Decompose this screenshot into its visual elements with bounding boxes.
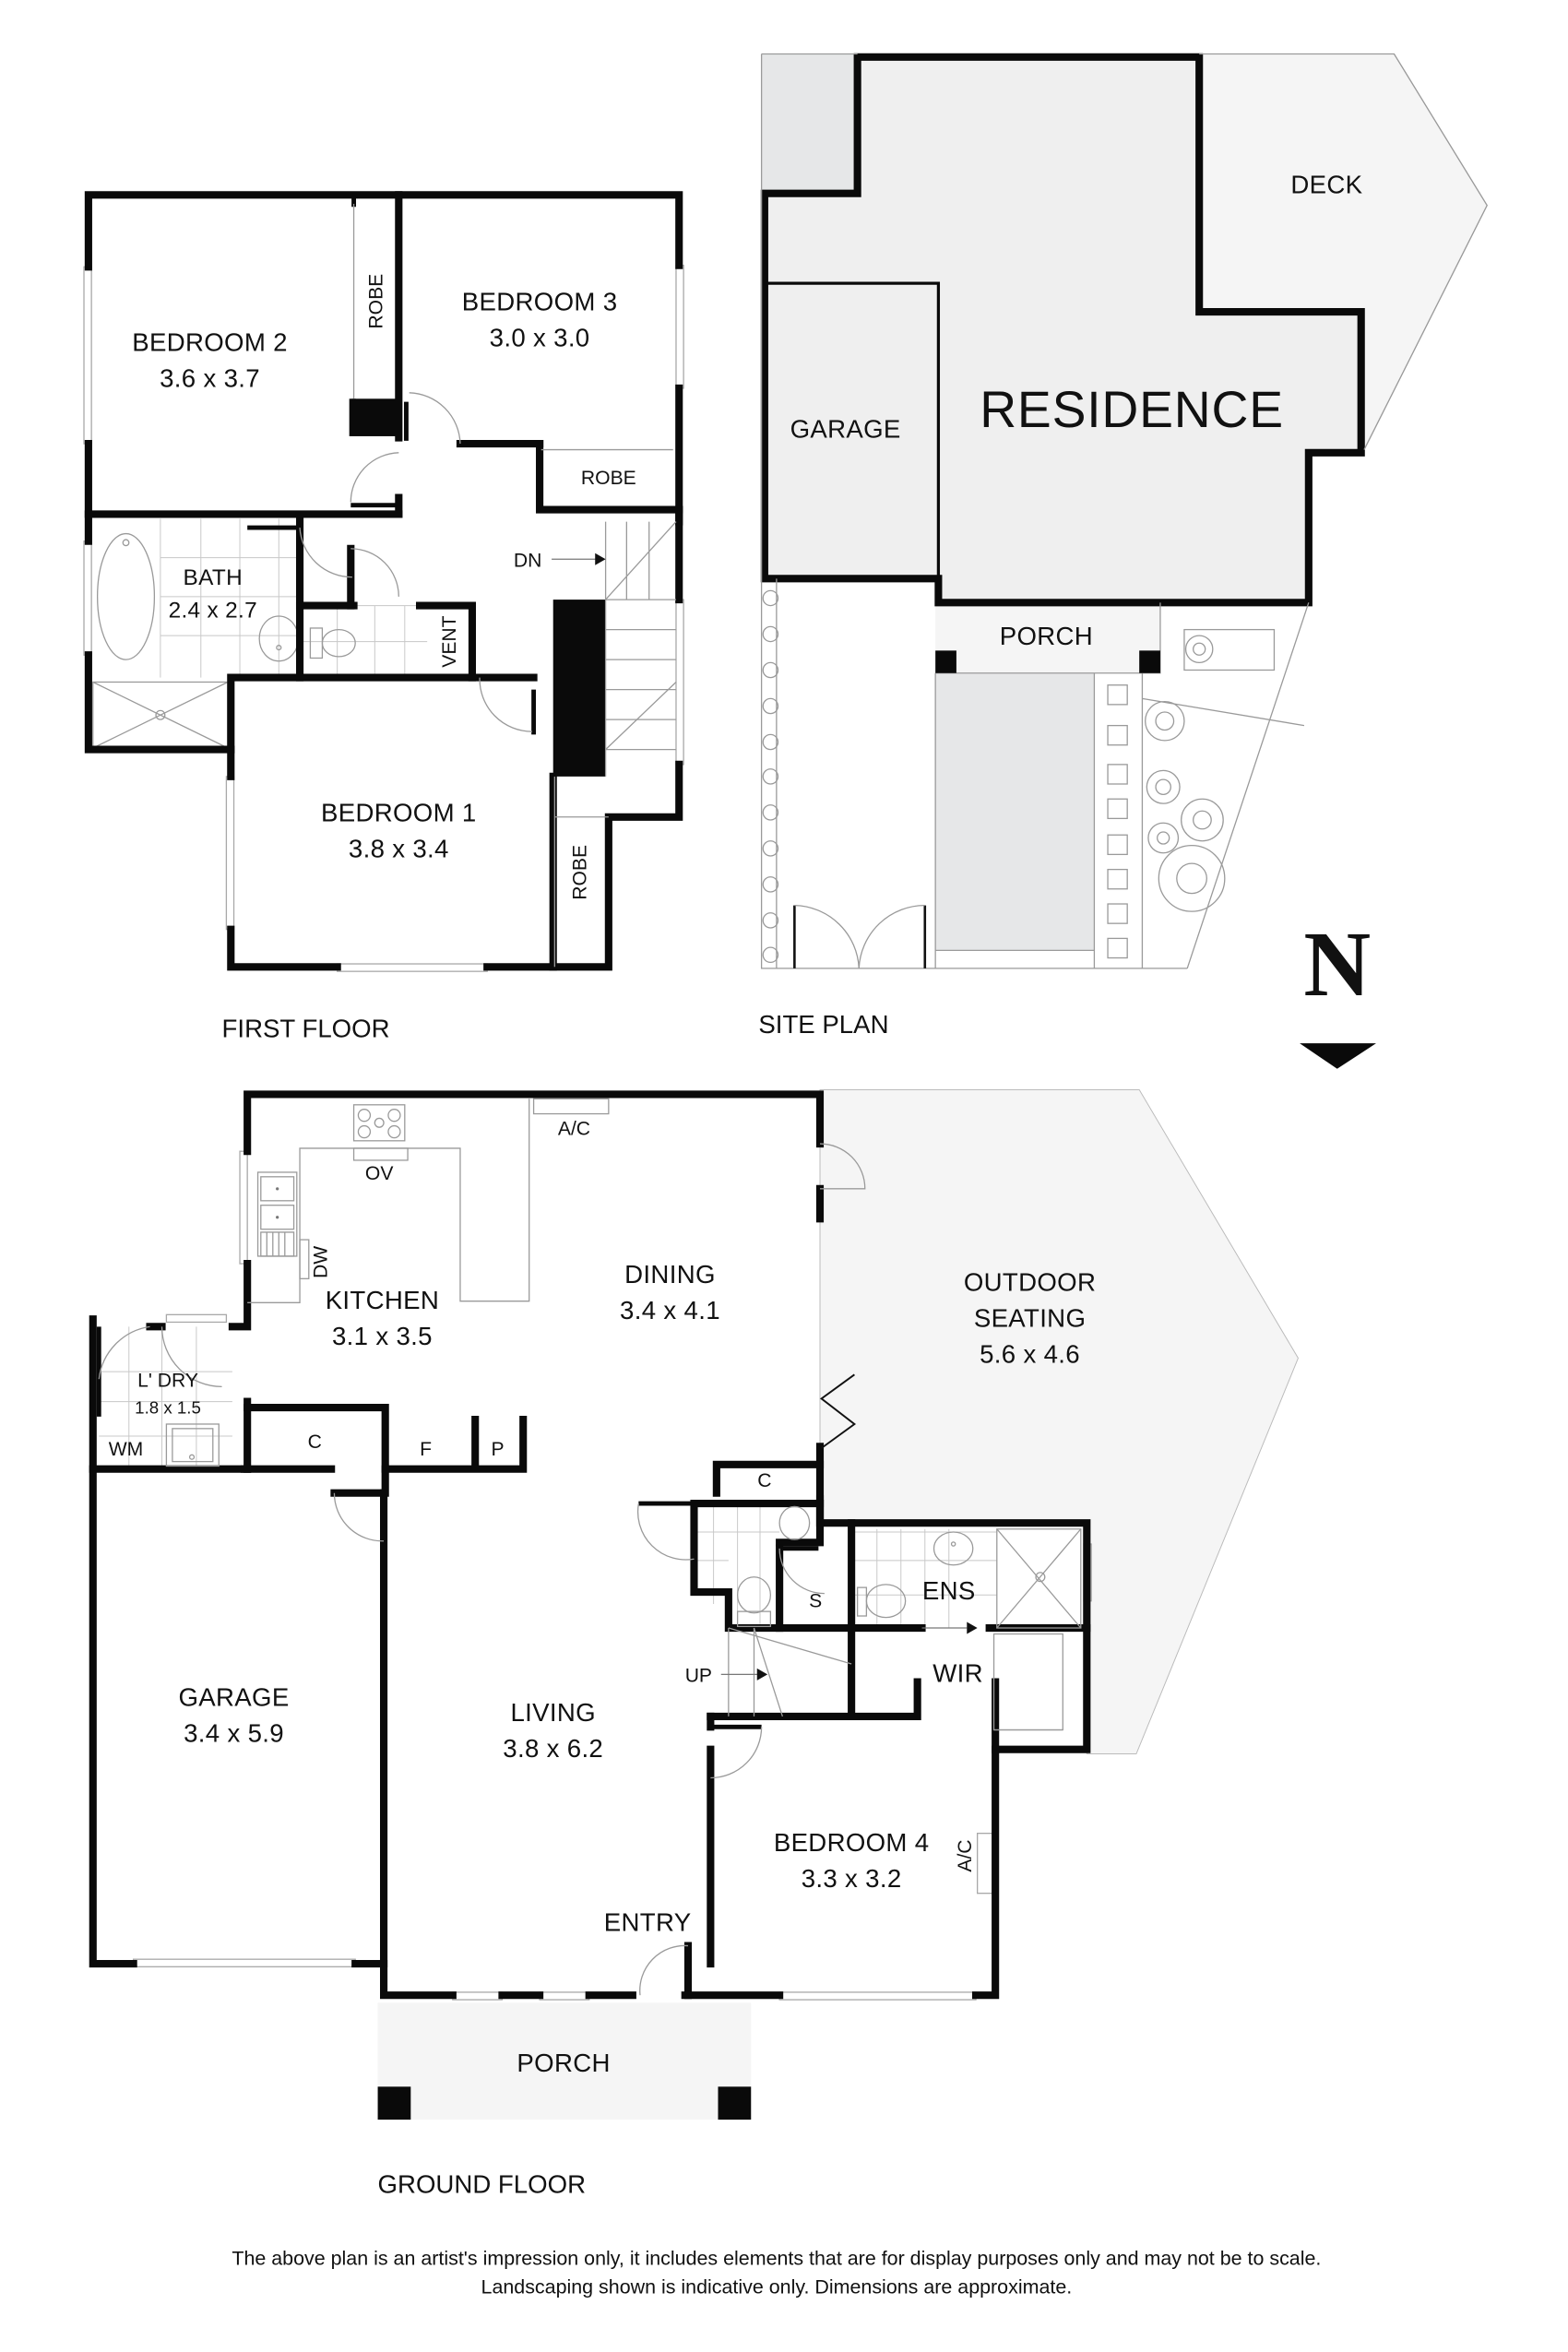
stairs-up-icon xyxy=(728,1627,852,1717)
bifold-door-icon xyxy=(820,1373,857,1449)
kitchen-benches xyxy=(247,1098,1063,1731)
ensuite-arrow-icon xyxy=(967,1621,978,1634)
room-name-garage: GARAGE xyxy=(178,1683,289,1712)
label-aircon-top: A/C xyxy=(558,1118,590,1139)
stairs-icon xyxy=(604,521,677,777)
disclaimer-line-2: Landscaping shown is indicative only. Di… xyxy=(481,2276,1073,2299)
room-name-living: LIVING xyxy=(510,1698,595,1727)
room-dims-bedroom4: 3.3 x 3.2 xyxy=(802,1864,902,1893)
label-cupboard-1: C xyxy=(308,1431,322,1453)
label-washing-machine: WM xyxy=(109,1439,144,1460)
room-dims-kitchen: 3.1 x 3.5 xyxy=(332,1322,433,1350)
site-plan-title: SITE PLAN xyxy=(758,1010,888,1039)
bathtub-icon xyxy=(96,532,156,660)
site-plan-walls xyxy=(760,53,1365,607)
label-vent: VENT xyxy=(439,615,460,667)
room-name-entry: ENTRY xyxy=(604,1907,692,1936)
label-aircon-bed4: A/C xyxy=(955,1839,976,1871)
room-dims-laundry: 1.8 x 1.5 xyxy=(135,1398,201,1418)
shrubs-icon xyxy=(1145,635,1226,912)
north-arrow-icon xyxy=(1300,1043,1376,1069)
site-label-garage: GARAGE xyxy=(790,415,901,444)
room-name-bedroom3: BEDROOM 3 xyxy=(462,287,618,315)
door-swings-ground-floor xyxy=(98,1143,866,1996)
room-dims-bedroom1: 3.8 x 3.4 xyxy=(349,835,449,863)
first-floor-walls xyxy=(84,191,683,971)
label-fridge: F xyxy=(420,1439,432,1460)
chimney-block xyxy=(349,398,399,436)
room-name-outdoor-line1: OUTDOOR xyxy=(964,1267,1096,1296)
label-dishwasher: DW xyxy=(310,1246,331,1278)
north-letter: N xyxy=(1303,912,1371,1016)
room-name-bedroom2: BEDROOM 2 xyxy=(132,327,288,356)
planter-box xyxy=(1183,628,1276,671)
stair-wall-block xyxy=(552,600,606,777)
site-label-residence: RESIDENCE xyxy=(980,381,1284,438)
stepping-stones xyxy=(1107,684,1128,959)
garage-block xyxy=(764,283,939,579)
stairs-down-arrow-icon xyxy=(595,552,606,565)
room-name-ensuite: ENS xyxy=(922,1576,976,1605)
label-robe-vertical-2: ROBE xyxy=(569,845,590,900)
label-robe-bedroom3: ROBE xyxy=(581,468,636,489)
room-name-wir: WIR xyxy=(932,1659,983,1688)
room-name-bedroom4: BEDROOM 4 xyxy=(774,1828,930,1857)
first-floor-title: FIRST FLOOR xyxy=(222,1015,390,1043)
label-cupboard-2: C xyxy=(757,1470,771,1491)
room-name-bedroom1: BEDROOM 1 xyxy=(321,799,477,827)
laundry-tiles xyxy=(99,1326,232,1469)
ground-porch-area xyxy=(377,2002,752,2120)
north-indicator: N xyxy=(1300,912,1376,1069)
wc-fixtures xyxy=(736,1505,1082,1629)
outdoor-seating-area xyxy=(819,1089,1300,1755)
site-plan: DECK GARAGE RESIDENCE PORCH SITE PLAN xyxy=(758,53,1488,1039)
porch-area-site xyxy=(935,602,1160,673)
room-dims-living: 3.8 x 6.2 xyxy=(503,1734,603,1763)
room-name-bath: BATH xyxy=(184,565,243,590)
room-name-dining: DINING xyxy=(624,1260,716,1289)
driveway-area xyxy=(935,672,1095,951)
label-robe-vertical-1: ROBE xyxy=(365,274,386,329)
door-swings-first-floor xyxy=(299,392,532,732)
toilet-icon xyxy=(309,627,356,659)
label-stairs-up: UP xyxy=(685,1666,712,1687)
label-oven: OV xyxy=(365,1163,394,1184)
site-label-deck: DECK xyxy=(1290,171,1362,199)
ground-floor-plan: A/C OV DW KITCHEN 3.1 x 3.5 DINING 3.4 x… xyxy=(89,1089,1300,2199)
room-name-porch: PORCH xyxy=(517,2049,610,2077)
shower-icon xyxy=(92,681,229,749)
disclaimer: The above plan is an artist's impression… xyxy=(232,2248,1321,2299)
ground-floor-walls xyxy=(89,1090,1091,2000)
label-stairs-down: DN xyxy=(514,550,542,571)
label-shower: S xyxy=(809,1590,822,1611)
room-dims-dining: 3.4 x 4.1 xyxy=(620,1296,720,1324)
room-name-laundry: L' DRY xyxy=(137,1370,198,1391)
cooktop-icon xyxy=(352,1104,406,1142)
room-dims-bath: 2.4 x 2.7 xyxy=(169,599,257,624)
hedge-row-icon xyxy=(762,589,779,964)
room-dims-bedroom3: 3.0 x 3.0 xyxy=(490,323,590,351)
room-dims-garage: 3.4 x 5.9 xyxy=(184,1719,284,1748)
site-label-porch: PORCH xyxy=(1000,622,1093,650)
disclaimer-line-1: The above plan is an artist's impression… xyxy=(232,2248,1321,2270)
ground-floor-title: GROUND FLOOR xyxy=(378,2170,587,2199)
stairs-up-arrow-icon xyxy=(756,1668,768,1681)
first-floor-plan: BEDROOM 2 3.6 x 3.7 BEDROOM 3 3.0 x 3.0 … xyxy=(83,191,684,1043)
room-dims-bedroom2: 3.6 x 3.7 xyxy=(160,363,260,392)
room-dims-outdoor: 5.6 x 4.6 xyxy=(980,1339,1080,1368)
room-name-kitchen: KITCHEN xyxy=(326,1286,439,1314)
room-name-outdoor-line2: SEATING xyxy=(974,1303,1086,1332)
laundry-tub-icon xyxy=(165,1423,220,1467)
bath-tiles xyxy=(160,518,428,678)
gate-icon xyxy=(793,904,927,968)
label-pantry: P xyxy=(492,1439,505,1460)
